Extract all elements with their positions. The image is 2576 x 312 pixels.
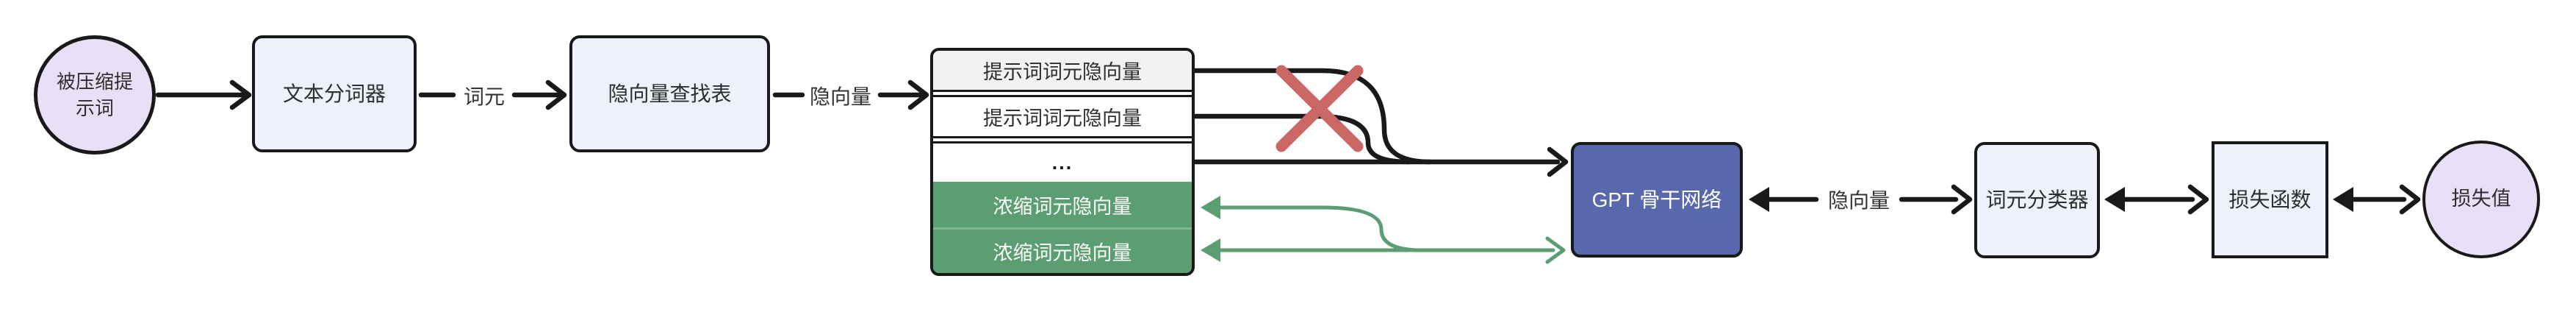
node-embedding-lookup: 隐向量查找表 xyxy=(569,35,770,152)
stack-row-condensed-embedding-1: 浓缩词元隐向量 xyxy=(933,182,1192,227)
node-tokenizer: 文本分词器 xyxy=(252,35,417,152)
edge-label-embedding-out: 隐向量 xyxy=(1827,189,1890,212)
node-gpt-backbone: GPT 骨干网络 xyxy=(1571,142,1743,258)
stack-row-ellipsis: ... xyxy=(933,143,1192,182)
stack-row-prompt-embedding-1: 提示词词元隐向量 xyxy=(933,51,1192,90)
node-tokenizer-label: 文本分词器 xyxy=(282,82,386,105)
arrow-gpt-to-condensed-heads xyxy=(1201,196,1220,262)
stack-separator xyxy=(933,90,1192,97)
node-gpt-backbone-label: GPT 骨干网络 xyxy=(1591,188,1722,211)
node-compressed-prompt: 被压缩提示词 xyxy=(34,35,156,155)
stack-row-prompt-embedding-2: 提示词词元隐向量 xyxy=(933,97,1192,136)
reject-x-icon xyxy=(1276,65,1364,152)
arrow-gpt-classifier xyxy=(1749,184,1973,215)
edge-label-embedding-in: 隐向量 xyxy=(809,85,872,108)
node-embedding-lookup-label: 隐向量查找表 xyxy=(608,82,732,105)
arrow-tokenizer-to-lookup xyxy=(418,79,567,110)
stack-row-condensed-embedding-2: 浓缩词元隐向量 xyxy=(933,230,1192,273)
node-loss-value: 损失值 xyxy=(2422,141,2540,258)
arrow-gpt-to-condensed-rows xyxy=(1212,205,1566,264)
arrow-lossfn-lossvalue xyxy=(2333,184,2421,215)
embedding-stack: 提示词词元隐向量 提示词词元隐向量 ... 浓缩词元隐向量 浓缩词元隐向量 xyxy=(930,48,1195,276)
node-compressed-prompt-label: 被压缩提示词 xyxy=(56,70,133,119)
stack-separator-green xyxy=(933,227,1192,230)
node-loss-function-label: 损失函数 xyxy=(2228,188,2311,211)
node-loss-function: 损失函数 xyxy=(2212,141,2328,258)
arrow-prompt-to-tokenizer xyxy=(155,79,252,110)
arrow-prompt-rows-to-gpt xyxy=(1192,68,1569,177)
stack-separator xyxy=(933,136,1192,143)
node-token-classifier-label: 词元分类器 xyxy=(1985,188,2089,212)
arrow-lookup-to-table xyxy=(772,79,929,110)
node-loss-value-label: 损失值 xyxy=(2451,188,2511,210)
edge-label-token: 词元 xyxy=(463,85,506,108)
arrow-classifier-lossfn xyxy=(2104,184,2209,215)
node-token-classifier: 词元分类器 xyxy=(1974,142,2100,258)
